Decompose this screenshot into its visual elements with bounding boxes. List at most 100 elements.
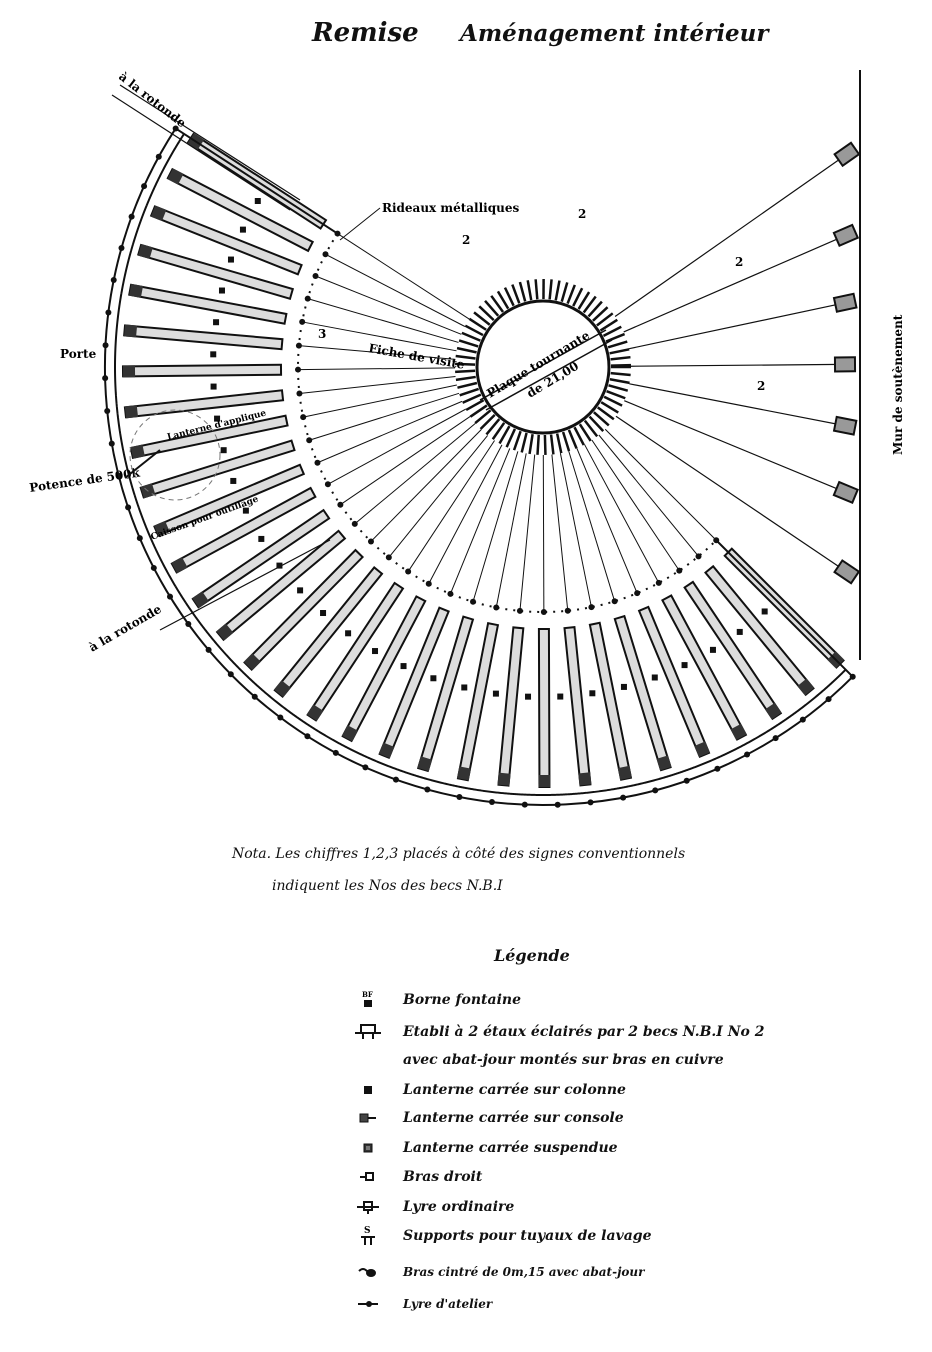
track-line	[628, 300, 856, 350]
stall-pit	[273, 566, 384, 698]
wall-post	[676, 567, 683, 574]
legend-item: Bras droit	[345, 1165, 482, 1189]
turntable-spike	[543, 434, 547, 456]
track-line	[298, 345, 456, 360]
turntable-spike	[534, 279, 539, 300]
mark-2: 2	[462, 233, 470, 247]
stall-pit	[416, 615, 475, 773]
turntable-spike	[607, 340, 628, 349]
lantern	[239, 226, 246, 233]
wall-post	[470, 598, 477, 605]
track-line	[315, 275, 462, 335]
nota-line-1: Nota. Les chiffres 1,2,3 placés à côté d…	[232, 846, 686, 862]
wall-lamp	[772, 735, 779, 742]
stall-pit	[537, 627, 551, 789]
legend-item: Lanterne carrée sur colonne	[345, 1078, 626, 1102]
buffer-stop	[150, 205, 167, 222]
wall-lamp	[362, 764, 369, 771]
lantern	[276, 562, 283, 569]
turntable-spike	[468, 317, 487, 331]
turntable-spike	[609, 348, 630, 355]
turntable-spike	[606, 389, 626, 400]
track-line	[407, 440, 495, 572]
stall-pit	[243, 548, 365, 671]
wall-lamp	[744, 751, 751, 758]
lantern	[210, 383, 217, 390]
turntable-spike	[560, 282, 569, 302]
svg-text:BF: BF	[362, 990, 373, 999]
legend-item: Lanterne carrée sur console	[345, 1106, 624, 1130]
buffer-stop	[656, 755, 672, 771]
outer-wall	[104, 127, 854, 806]
turntable-spike	[490, 295, 505, 313]
track-line	[559, 453, 592, 608]
turntable-spike	[592, 306, 609, 322]
legend-label: avec abat-jour montés sur bras en cuivre	[403, 1052, 724, 1068]
pit	[588, 621, 633, 781]
pit	[497, 626, 525, 787]
wall-post	[367, 538, 374, 545]
buffer-block	[833, 559, 861, 585]
track-line	[614, 148, 856, 318]
wall-post	[447, 590, 454, 597]
track-line	[299, 376, 456, 394]
wall-lamp	[304, 733, 311, 740]
wall-post	[516, 607, 523, 614]
track-line	[309, 392, 460, 441]
ordinary-lyre-icon	[345, 1199, 391, 1215]
turntable-spike	[455, 369, 476, 374]
wall-post	[564, 607, 571, 614]
legend-label: Bras cintré de 0m,15 avec abat-jour	[403, 1265, 645, 1279]
rotonde-track	[119, 84, 301, 201]
buffer-block	[832, 223, 860, 248]
legend-label: Lanterne carrée suspendue	[403, 1140, 618, 1156]
wall-post	[405, 568, 412, 575]
track-line	[604, 428, 717, 541]
buffer-stop	[764, 702, 782, 720]
mark-2: 2	[735, 255, 743, 269]
title-amenagement: Aménagement intérieur	[460, 20, 769, 47]
turntable-spike	[478, 305, 495, 322]
track-line	[388, 435, 489, 558]
stalls	[121, 132, 861, 789]
pit	[563, 626, 592, 787]
pit	[661, 594, 748, 741]
wall-post	[324, 481, 331, 488]
track-line	[303, 384, 457, 418]
turntable-spike	[596, 312, 614, 327]
wall-lamp	[488, 799, 495, 806]
wall-buffer	[833, 559, 861, 585]
stall-pit	[637, 605, 711, 758]
legend-item: Lyre ordinaire	[345, 1195, 514, 1219]
wall-buffer	[833, 356, 857, 373]
lantern	[220, 447, 227, 454]
turntable-spike	[498, 425, 511, 445]
wall-post	[312, 273, 319, 280]
turntable-spike	[600, 401, 619, 414]
wall-post	[314, 459, 321, 466]
buffer-stop	[167, 168, 184, 185]
legend-label: Lanterne carrée sur colonne	[403, 1082, 626, 1098]
turntable-spike	[455, 354, 476, 360]
stall-pit	[137, 243, 295, 300]
track-line	[629, 383, 856, 429]
track-line	[327, 408, 466, 485]
legend-item: Lyre d'atelier	[345, 1292, 492, 1316]
legend-label: Etabli à 2 étaux éclairés par 2 becs N.B…	[403, 1024, 765, 1040]
wall-post	[588, 604, 595, 611]
track-line	[519, 454, 536, 611]
legend-item: Bras cintré de 0m,15 avec abat-jour	[345, 1260, 644, 1284]
wall-post	[493, 604, 500, 611]
lantern	[242, 507, 249, 514]
wall-lamp	[554, 801, 561, 808]
lantern	[213, 319, 220, 326]
buffer-block	[832, 292, 858, 313]
turntable-spike	[548, 279, 553, 300]
wall-lamp	[683, 777, 690, 784]
wall-buffer	[833, 141, 861, 168]
track-line	[325, 253, 466, 327]
legend-item: BF Borne fontaine	[345, 988, 521, 1012]
wall-post	[322, 251, 329, 258]
buffer-stop	[538, 774, 551, 788]
stall-pit	[306, 581, 405, 722]
